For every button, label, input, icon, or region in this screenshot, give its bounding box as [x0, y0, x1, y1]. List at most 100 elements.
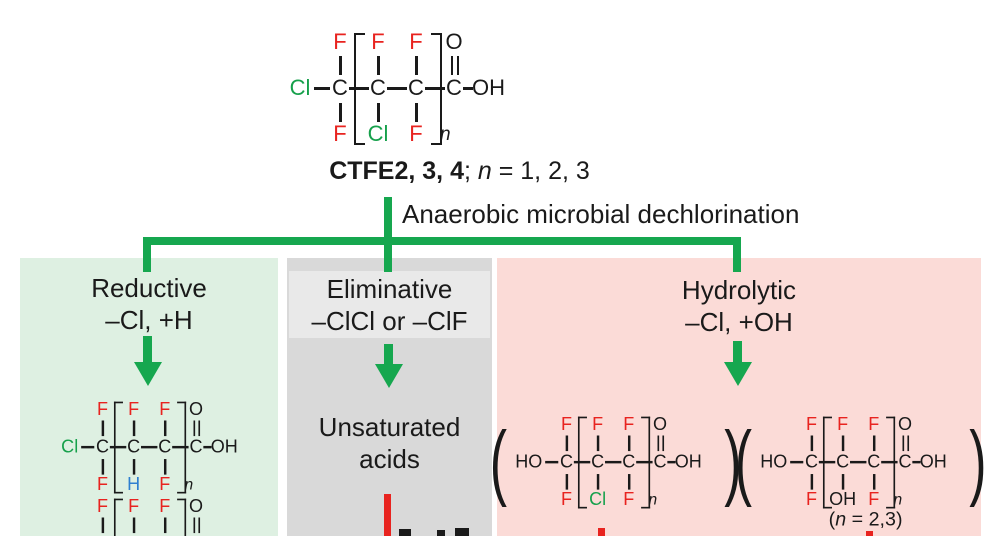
bond-line [657, 435, 660, 452]
bond-line [163, 420, 167, 437]
atom-label: Cl [589, 488, 607, 510]
atom-label: F [159, 495, 171, 516]
bond-line [377, 56, 380, 75]
atom-label: F [96, 473, 108, 495]
hydrolytic-header: Hydrolytic –Cl, +OH [497, 274, 981, 338]
atom-label: OH [829, 488, 857, 510]
atom-label: C [127, 534, 140, 536]
bond-line [872, 474, 876, 490]
atom-label: C [189, 436, 203, 457]
unsaturated-line1: Unsaturated [318, 412, 461, 442]
bond-line [198, 420, 201, 437]
large-paren: ) [724, 414, 742, 508]
repeat-bracket [641, 416, 651, 509]
bond-line [132, 517, 135, 534]
atom-label: C [622, 451, 636, 472]
bond-line [636, 460, 653, 463]
atom-label: F [409, 121, 423, 146]
atom-label: F [96, 398, 108, 419]
eliminative-header: Eliminative –ClCl or –ClF [287, 273, 492, 337]
bond-line [850, 460, 867, 463]
repeat-bracket [822, 416, 832, 509]
bond-line [667, 460, 676, 463]
bond-line [141, 445, 158, 448]
atom-label: O [188, 495, 203, 516]
atom-label: O [188, 398, 203, 419]
atom-label: F [560, 488, 572, 510]
repeat-bracket [577, 416, 587, 509]
eliminative-arrowhead-icon [375, 364, 403, 388]
atom-label: F [409, 29, 423, 54]
bond-line [81, 445, 95, 448]
atom-label: n [648, 491, 658, 509]
atom-label: OH [210, 436, 238, 457]
atom-label: OH [674, 451, 702, 472]
bond-line [565, 435, 568, 452]
atom-label: Cl [367, 121, 389, 146]
atom-label: F [333, 29, 347, 54]
bond-line [841, 435, 844, 452]
atom-label: n [893, 491, 903, 509]
atom-label: F [96, 495, 108, 516]
bond-line [109, 445, 127, 448]
eliminative-red-arrow-stub [384, 494, 391, 536]
bond-line [387, 87, 407, 90]
bond-line [198, 517, 201, 534]
bond-line [881, 460, 898, 463]
connector-drop-left [143, 237, 151, 272]
large-paren: ) [969, 414, 987, 508]
atom-label: F [623, 488, 635, 510]
atom-label: Cl [61, 534, 78, 536]
hydrolytic-subtitle: –Cl, +OH [685, 307, 793, 337]
bond-line [596, 435, 599, 452]
eliminative-title: Eliminative [326, 274, 453, 304]
atom-label: HO [515, 451, 543, 472]
bond-line [163, 517, 167, 534]
large-paren: ( [489, 414, 508, 508]
repeat-bracket [177, 401, 187, 494]
atom-label: C [446, 75, 462, 100]
bond-line [450, 56, 453, 75]
atom-label: F [159, 473, 171, 495]
bond-line [605, 460, 622, 463]
atom-label: O [445, 29, 463, 54]
bond-line [101, 420, 104, 437]
reductive-title: Reductive [91, 273, 207, 303]
bond-line [203, 445, 212, 448]
bond-line [907, 435, 910, 452]
bond-line [193, 420, 196, 437]
atom-label: OH [472, 75, 505, 100]
atom-label: F [837, 413, 849, 434]
bond-line [349, 87, 369, 90]
atom-label: F [868, 413, 880, 434]
atom-label: F [623, 413, 635, 434]
atom-label: O [652, 413, 667, 434]
atom-label: F [128, 398, 140, 419]
bond-line [545, 460, 559, 463]
atom-label: C [158, 534, 171, 536]
atom-label: C [158, 436, 172, 457]
connector-drop-right [733, 237, 741, 272]
eliminative-arrow-icon [384, 344, 393, 365]
bond-line [565, 474, 568, 490]
bond-line [339, 56, 342, 75]
bond-line [415, 56, 418, 75]
compound-label: CTFE2, 3, 4; n = 1, 2, 3 [329, 157, 590, 185]
hydrolytic-red-arrow-stub-2 [866, 531, 873, 536]
hydrolytic-red-arrow-stub-1 [598, 528, 605, 536]
bond-line [573, 460, 591, 463]
atom-label: F [333, 121, 347, 146]
cutoff-text-fragment [399, 529, 411, 536]
atom-label: C [95, 436, 109, 457]
bond-line [463, 87, 473, 90]
bond-line [902, 435, 905, 452]
process-label: Anaerobic microbial dechlorination [402, 199, 800, 229]
atom-label: n [184, 476, 194, 494]
repeat-bracket [886, 416, 896, 509]
connector-stem [384, 197, 392, 245]
atom-label: F [159, 398, 171, 419]
